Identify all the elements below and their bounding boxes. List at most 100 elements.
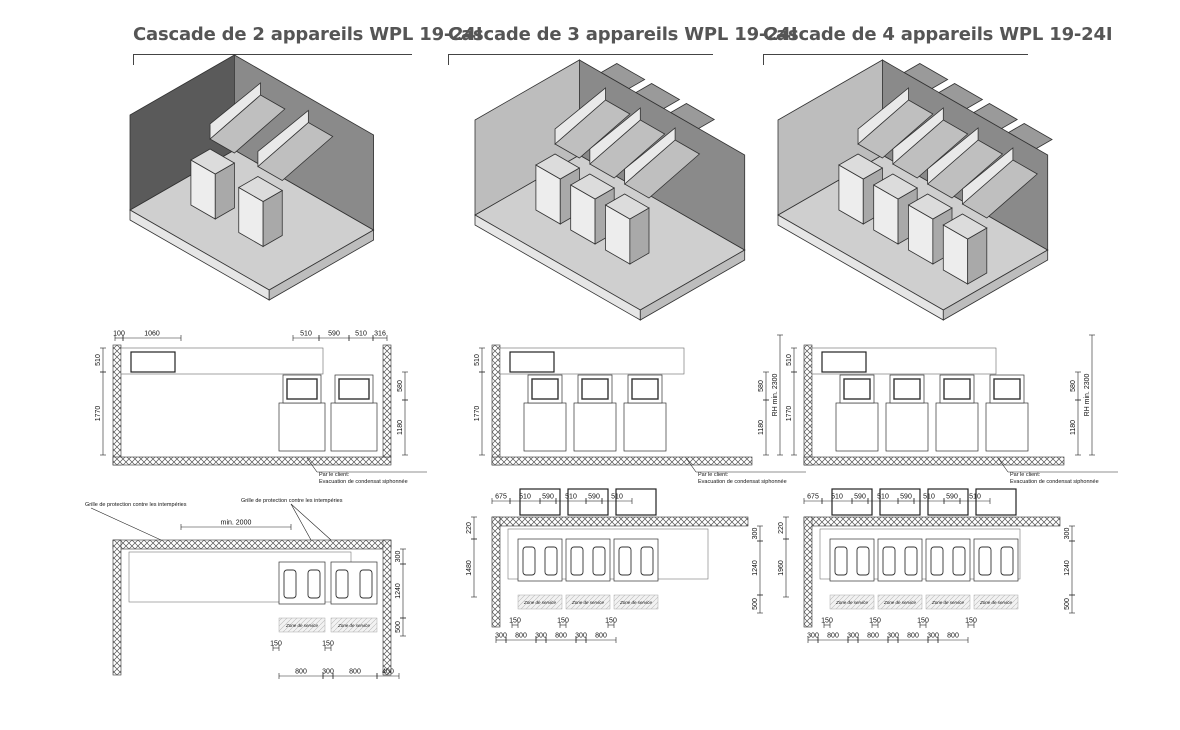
unit-fan-opening — [581, 378, 609, 400]
unit-fan-opening — [993, 378, 1021, 400]
heat-pump-unit — [190, 148, 236, 175]
air-intake — [821, 351, 867, 373]
dimension-label: 150 — [509, 618, 521, 625]
title-bracket — [133, 54, 412, 65]
dimension-label: 510 — [786, 354, 793, 366]
dimension-line — [306, 457, 318, 473]
dimension-label: 100 — [113, 331, 125, 338]
service-zone — [829, 594, 875, 610]
unit-filter — [1000, 546, 1014, 576]
dimension-label: 1240 — [752, 560, 759, 576]
column-cascade-3: Cascade de 3 appareils WPL 19-24I — [448, 0, 798, 730]
dimension-label: 675 — [495, 494, 507, 501]
dimension-label: RH min. 2300 — [1084, 373, 1091, 416]
wall-section — [112, 344, 122, 466]
service-zone — [973, 594, 1019, 610]
wall-section — [382, 539, 392, 676]
unit-fan-opening — [338, 378, 370, 400]
exterior-grille — [600, 63, 646, 89]
exterior-grille — [903, 63, 949, 89]
air-intake — [509, 351, 555, 373]
dimension-label: 300 — [322, 669, 334, 676]
exterior-grille — [567, 488, 609, 516]
zone-label: Zone de service — [285, 623, 319, 628]
heat-pump-unit — [885, 402, 929, 452]
zone-label: Zone de service — [619, 600, 653, 605]
floor-note: Evacuation de condensat siphonnée — [698, 479, 787, 485]
air-intake — [130, 351, 176, 373]
heat-pump-unit — [535, 153, 581, 180]
heat-pump-unit — [872, 173, 919, 200]
column-title: Cascade de 4 appareils WPL 19-24I — [763, 24, 1113, 45]
dimension-label: 300 — [887, 633, 899, 640]
unit-filter — [592, 546, 606, 576]
isometric-view — [474, 59, 746, 321]
dimension-label: min. 2000 — [221, 520, 252, 527]
unit-fan-opening — [531, 378, 559, 400]
heat-pump-unit — [623, 402, 667, 452]
dimension-label: 510 — [611, 494, 623, 501]
title-bracket — [448, 54, 713, 65]
air-duct — [209, 82, 261, 140]
unit-fan-opening — [631, 378, 659, 400]
unit-filter — [570, 546, 584, 576]
dimension-label: 300 — [752, 528, 759, 540]
callout-label: Grille de protection contre les intempér… — [241, 498, 343, 504]
exterior-grille — [975, 488, 1017, 516]
service-zone — [613, 594, 659, 610]
heat-pump-unit — [330, 402, 378, 452]
exterior-grille — [615, 488, 657, 516]
dimension-label: 510 — [877, 494, 889, 501]
floor-section — [112, 456, 392, 466]
service-zone — [565, 594, 611, 610]
dimension-label: 800 — [295, 669, 307, 676]
dimension-label: 500 — [395, 621, 402, 633]
dimension-label: 1480 — [466, 560, 473, 576]
wall-section — [803, 516, 813, 628]
dimension-label: 1180 — [397, 420, 404, 435]
dimension-label: 500 — [1064, 598, 1071, 610]
dimension-label: 150 — [605, 618, 617, 625]
slab-face — [268, 229, 375, 301]
dimension-label: 800 — [947, 633, 959, 640]
zone-label: Zone de service — [523, 600, 557, 605]
dimension-label: 590 — [328, 331, 340, 338]
slab-face — [942, 249, 1049, 321]
dimension-label: 800 — [867, 633, 879, 640]
dimension-label: 510 — [519, 494, 531, 501]
zone-label: Zone de service — [571, 600, 605, 605]
dimension-label: 590 — [900, 494, 912, 501]
exterior-grille — [938, 83, 984, 109]
exterior-grille — [972, 103, 1019, 129]
dimension-label: 675 — [807, 494, 819, 501]
dimension-label: 510 — [355, 331, 367, 338]
heat-pump-unit — [835, 402, 879, 452]
callout-label: Grille de protection contre les intempér… — [85, 502, 187, 508]
floor-note: Evacuation de condensat siphonnée — [1010, 479, 1099, 485]
column-title: Cascade de 3 appareils WPL 19-24I — [448, 24, 798, 45]
floor-note: Par le client: — [319, 472, 350, 478]
dimension-label: 800 — [515, 633, 527, 640]
dimension-line — [290, 503, 312, 541]
wall-section — [112, 539, 392, 550]
isometric-view — [129, 54, 375, 301]
air-duct — [624, 127, 676, 185]
dimension-line — [90, 507, 162, 541]
dimension-label: 510 — [923, 494, 935, 501]
air-duct — [857, 87, 909, 145]
dimension-label: 220 — [778, 522, 785, 534]
heat-pump-unit — [935, 402, 979, 452]
dimension-label: 1240 — [1064, 560, 1071, 576]
isometric-view — [777, 59, 1053, 321]
exterior-grille — [669, 103, 716, 129]
dimension-label: 590 — [946, 494, 958, 501]
unit-filter — [856, 546, 870, 576]
column-title: Cascade de 2 appareils WPL 19-24I — [133, 24, 483, 45]
dimension-label: 300 — [575, 633, 587, 640]
title-bracket — [763, 54, 1028, 65]
dimension-label: 316 — [374, 331, 386, 338]
unit-fan-opening — [843, 378, 871, 400]
slab-face — [639, 249, 746, 321]
